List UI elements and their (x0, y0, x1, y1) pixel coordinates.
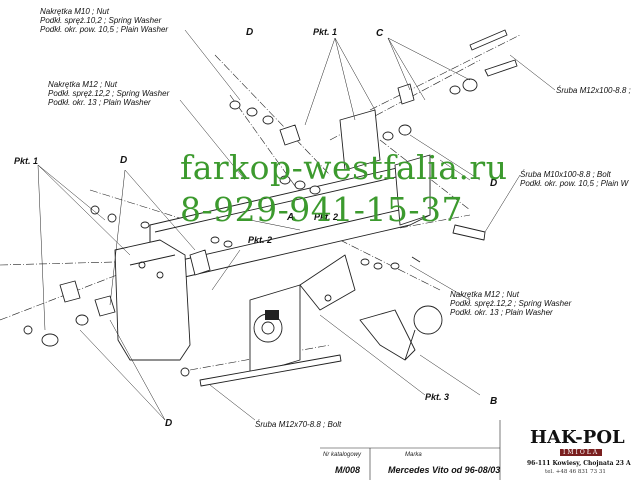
company-phone: tel. +48 46 831 73 31 (545, 469, 606, 475)
label-bolt-m12x70: Śruba M12x70-8.8 ; Bolt (255, 420, 342, 429)
watermark-phone: 8-929-941-15-37 (180, 190, 464, 229)
callout-pkt3: Pkt. 3 (425, 392, 450, 402)
company-address: 96-111 Kowiesy, Chojnata 23 A (527, 460, 631, 467)
label-line: Podkł. spręż.12,2 ; Spring Washer (48, 89, 170, 98)
title-block-lines (320, 420, 501, 480)
label-line: Podkł. spręż.10,2 ; Spring Washer (40, 16, 162, 25)
label-line: Podkł. spręż.12,2 ; Spring Washer (450, 299, 572, 308)
callout-c-top: C (376, 28, 384, 39)
label-line: Nakrętka M12 ; Nut (450, 290, 519, 299)
company-logo: HAK-POL (530, 427, 625, 448)
washers (23, 78, 478, 377)
label-nut-m10: Nakrętka M10 ; Nut Podkł. spręż.10,2 ; S… (40, 7, 168, 34)
vehicle-model: Mercedes Vito od 96-08/03 (388, 465, 501, 475)
watermark-site: farkop-westfalia.ru (180, 148, 508, 187)
callout-pkt2-left: Pkt. 2 (248, 235, 273, 245)
label-line: Śruba M10x100-8.8 ; Bolt (520, 170, 611, 179)
label-nut-m12-left: Nakrętka M12 ; Nut Podkł. spręż.12,2 ; S… (48, 80, 169, 107)
label-line: Podkł. okr. pow. 10,5 ; Plain Washer (40, 25, 169, 34)
callout-pkt2-center: Pkt. 2 (314, 212, 339, 222)
catalog-label: Nr katalogowy (323, 452, 362, 458)
label-line: Podkł. okr. 13 ; Plain Washer (450, 308, 553, 317)
callout-d-top: D (246, 27, 254, 38)
label-line: Podkł. okr. pow. 10,5 ; Plain W (520, 179, 629, 188)
label-line: Podkł. okr. 13 ; Plain Washer (48, 98, 151, 107)
brand-label: Marka (405, 452, 422, 458)
label-line: Nakrętka M10 ; Nut (40, 7, 109, 16)
callout-pkt1-left: Pkt. 1 (14, 156, 39, 166)
callout-pkt1-top: Pkt. 1 (313, 27, 338, 37)
leader-lines (37, 29, 556, 421)
callout-a: A (287, 212, 295, 223)
catalog-number: M/008 (335, 465, 361, 475)
label-nut-m12-right: Nakrętka M12 ; Nut Podkł. spręż.12,2 ; S… (450, 290, 571, 317)
left-bracket (114, 239, 191, 361)
callout-d-mid: D (120, 155, 128, 166)
company-city: IMIOŁA (560, 449, 603, 456)
bolts (199, 29, 518, 387)
label-bolt-m12x100: Śruba M12x100-8.8 ; (556, 86, 631, 95)
callout-d-bottom: D (165, 418, 173, 429)
spacer-tubes (59, 83, 415, 317)
callout-d-right: D (490, 178, 498, 189)
label-bolt-m10x100: Śruba M10x100-8.8 ; Bolt Podkł. okr. pow… (520, 170, 628, 188)
callout-b: B (490, 396, 498, 407)
label-line: Nakrętka M12 ; Nut (48, 80, 117, 89)
right-bracket (339, 109, 431, 226)
towball-assembly (249, 254, 443, 376)
